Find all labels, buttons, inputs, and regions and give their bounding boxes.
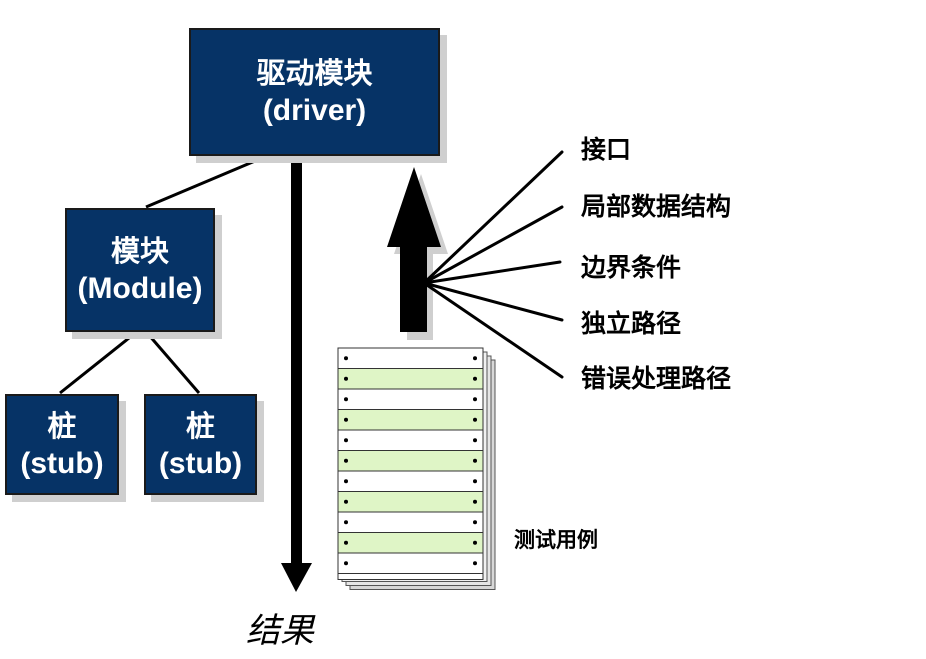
test-case-row	[337, 491, 484, 513]
test-case-row	[337, 470, 484, 492]
test-case-hole	[344, 458, 348, 463]
test-case-hole	[344, 438, 348, 443]
test-case-hole	[344, 479, 348, 484]
result-label: 结果	[246, 611, 314, 651]
stub-english-name: (stub)	[20, 446, 104, 480]
test-case-row	[337, 511, 484, 533]
test-case-hole	[344, 561, 348, 566]
stub-name: 桩	[185, 408, 215, 443]
test-case-hole	[473, 356, 477, 361]
stub-box-right: 桩 (stub)	[144, 394, 257, 495]
test-case-hole	[473, 438, 477, 443]
test-case-hole	[344, 356, 348, 361]
test-case-hole	[473, 376, 477, 381]
test-case-hole	[344, 397, 348, 402]
test-case-row	[337, 450, 484, 472]
test-case-row	[337, 347, 484, 369]
result-arrow-shaft	[291, 162, 302, 564]
test-item-interface: 接口	[581, 135, 632, 164]
test-case-stack	[337, 347, 496, 590]
driver-module-connector	[145, 156, 263, 209]
module-stub2-connector	[146, 333, 201, 394]
test-case-row	[337, 368, 484, 390]
result-arrow-head	[281, 563, 312, 592]
test-case-hole	[344, 417, 348, 422]
test-case-hole	[473, 397, 477, 402]
test-item-fan-lines	[422, 150, 564, 379]
test-item-error-handling-paths: 错误处理路径	[581, 364, 732, 393]
test-case-row	[337, 409, 484, 431]
driver-module-box: 驱动模块 (driver)	[189, 28, 440, 156]
test-case-hole	[473, 458, 477, 463]
test-case-hole	[473, 520, 477, 525]
up-arrow	[387, 167, 441, 332]
test-case-hole	[473, 499, 477, 504]
test-case-hole	[344, 499, 348, 504]
test-item-boundary-conditions: 边界条件	[581, 253, 682, 282]
test-item-independent-paths: 独立路径	[581, 309, 682, 338]
test-case-row	[337, 429, 484, 451]
stub-box-left: 桩 (stub)	[5, 394, 119, 495]
module-name: 模块	[110, 234, 169, 268]
module-stub1-connector	[59, 332, 135, 395]
stub-english-name: (stub)	[158, 446, 243, 480]
test-item-local-data-structure: 局部数据结构	[581, 192, 732, 221]
test-case-hole	[344, 540, 348, 545]
test-case-hole	[473, 540, 477, 545]
driver-english-name: (driver)	[262, 94, 367, 127]
module-box: 模块 (Module)	[65, 208, 215, 332]
test-case-hole	[344, 376, 348, 381]
test-case-row	[337, 532, 484, 554]
test-case-hole	[473, 479, 477, 484]
test-case-row	[337, 552, 484, 574]
test-case-hole	[344, 520, 348, 525]
driver-name: 驱动模块	[256, 56, 373, 90]
test-case-hole	[473, 561, 477, 566]
test-case-hole	[473, 417, 477, 422]
test-case-label: 测试用例	[514, 528, 598, 552]
module-english-name: (Module)	[77, 272, 203, 305]
stub-name: 桩	[47, 408, 77, 443]
test-case-row	[337, 388, 484, 410]
test-case-row	[337, 573, 484, 580]
